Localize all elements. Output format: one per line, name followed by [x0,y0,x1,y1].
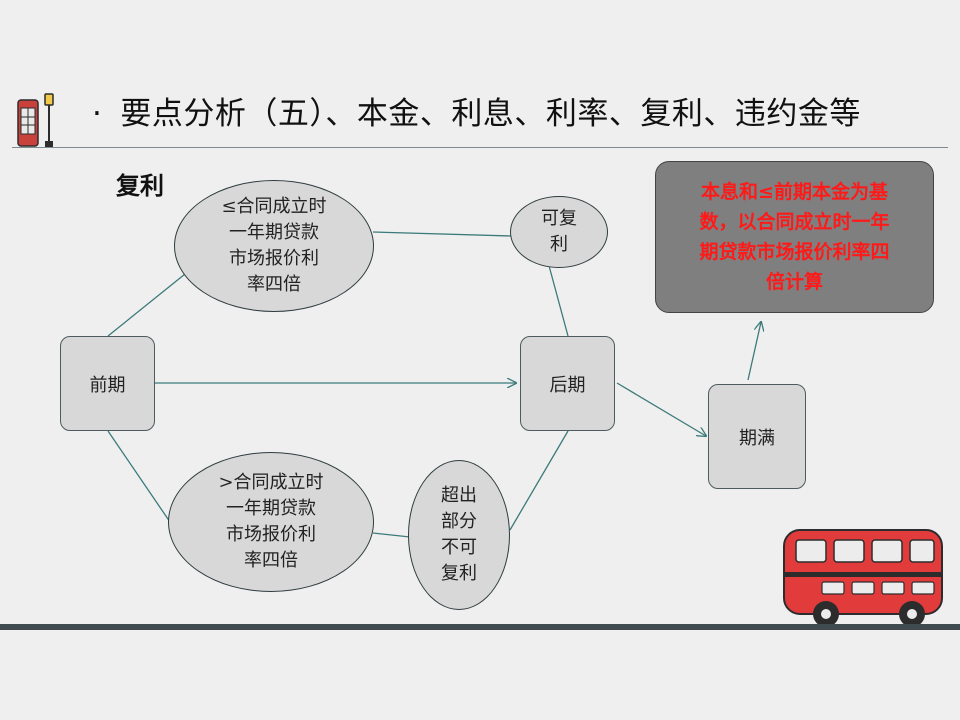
street-lamp-icon [44,93,54,147]
arrow-houqi-qiman [616,382,706,436]
connector-qianqi-lower [107,430,171,523]
double-decker-bus-icon [783,529,943,627]
node-cannot-compound: 超出 部分 不可 复利 [408,460,510,610]
connector-upper-can [372,231,513,237]
compound-rule-note: 本息和≤前期本金为基 数，以合同成立时一年 期贷款市场报价利率四 倍计算 [655,161,934,313]
header-divider [12,147,948,148]
node-can-compound: 可复 利 [510,196,608,268]
arrow-qiman-note [747,322,761,381]
node-qiman: 期满 [708,384,806,489]
node-upper-condition: ≤合同成立时 一年期贷款 市场报价利 率四倍 [174,180,374,312]
connector-lower-cannot [372,532,411,538]
phone-booth-icon [17,99,39,147]
node-lower-condition: >合同成立时 一年期贷款 市场报价利 率四倍 [168,452,374,592]
connector-qianqi-upper [107,269,191,337]
connector-can-houqi [547,261,569,337]
title-text: 要点分析（五）、本金、利息、利率、复利、违约金等 [120,96,861,132]
node-qianqi: 前期 [60,336,155,431]
diagram-subtitle: 复利 [116,172,164,200]
page-title: · 要点分析（五）、本金、利息、利率、复利、违约金等 [92,88,861,133]
node-houqi: 后期 [520,336,615,431]
footer-bar [0,624,960,630]
title-bullet: · [92,96,103,132]
connector-cannot-houqi [509,430,569,531]
